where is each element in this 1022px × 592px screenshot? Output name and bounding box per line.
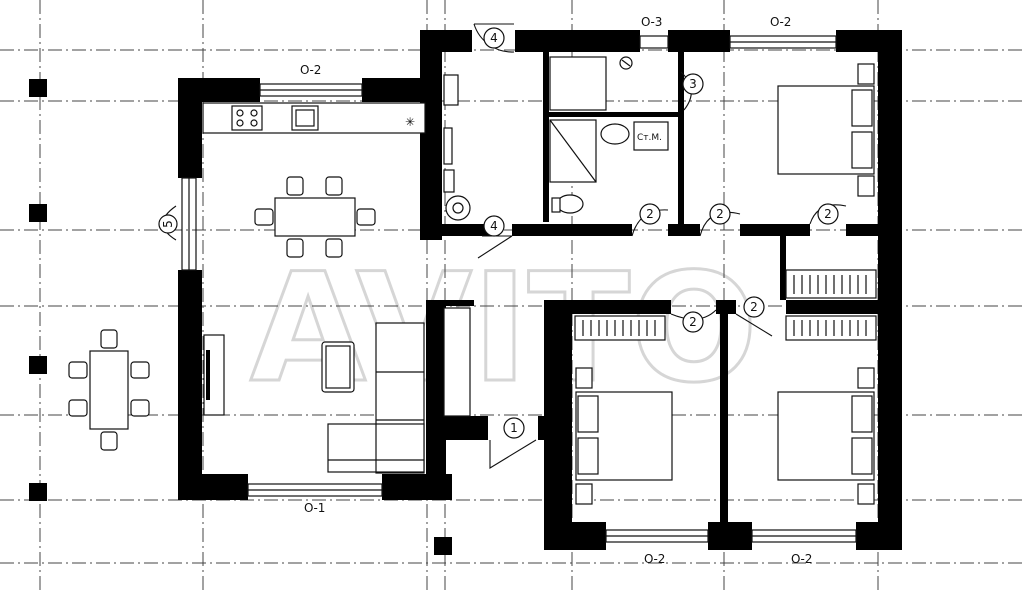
svg-text:2: 2 <box>646 207 654 221</box>
tag-bedroom-door-e: 2 <box>743 296 765 318</box>
walls <box>178 30 902 550</box>
tag-utility-door-top: 4 <box>483 27 505 49</box>
bedroom-right-bed <box>777 367 875 505</box>
window-label-bedroom-left: О-2 <box>644 552 665 566</box>
svg-text:1: 1 <box>510 421 518 435</box>
kitchen-counter: ✳ <box>202 102 426 134</box>
svg-text:2: 2 <box>689 315 697 329</box>
tag-bedroom-door-a: 2 <box>639 203 661 225</box>
svg-text:5: 5 <box>161 220 175 228</box>
tag-side-door: 5 <box>158 214 178 234</box>
bathroom-fixtures: Ст.М. <box>549 56 669 214</box>
master-bed <box>777 63 875 197</box>
svg-text:2: 2 <box>750 300 758 314</box>
svg-text:4: 4 <box>490 31 498 45</box>
window-label-master-a: О-3 <box>641 15 662 29</box>
tag-entry-door: 1 <box>503 417 525 439</box>
svg-text:2: 2 <box>716 207 724 221</box>
tag-bedroom-door-d: 2 <box>682 311 704 333</box>
column-markers <box>29 79 452 555</box>
utility-fixtures <box>443 74 471 417</box>
window-label-master-b: О-2 <box>770 15 791 29</box>
dining-table <box>254 176 376 258</box>
tag-bedroom-door-b: 2 <box>709 203 731 225</box>
washer-label: Ст.М. <box>637 133 662 143</box>
windows <box>181 35 857 543</box>
window-label-bedroom-right: О-2 <box>791 552 812 566</box>
tag-bath-door: 3 <box>682 73 704 95</box>
svg-text:2: 2 <box>824 207 832 221</box>
svg-text:4: 4 <box>490 219 498 233</box>
wardrobes <box>574 269 877 341</box>
tag-bedroom-door-c: 2 <box>817 203 839 225</box>
terrace-dining-set <box>68 329 150 451</box>
window-label-living: О-1 <box>304 501 325 515</box>
svg-text:3: 3 <box>689 77 697 91</box>
living-furniture <box>203 322 425 474</box>
svg-text:✳: ✳ <box>405 115 415 129</box>
tag-utility-door-bottom: 4 <box>483 215 505 237</box>
bedroom-left-bed <box>575 367 673 505</box>
window-label-kitchen: О-2 <box>300 63 321 77</box>
